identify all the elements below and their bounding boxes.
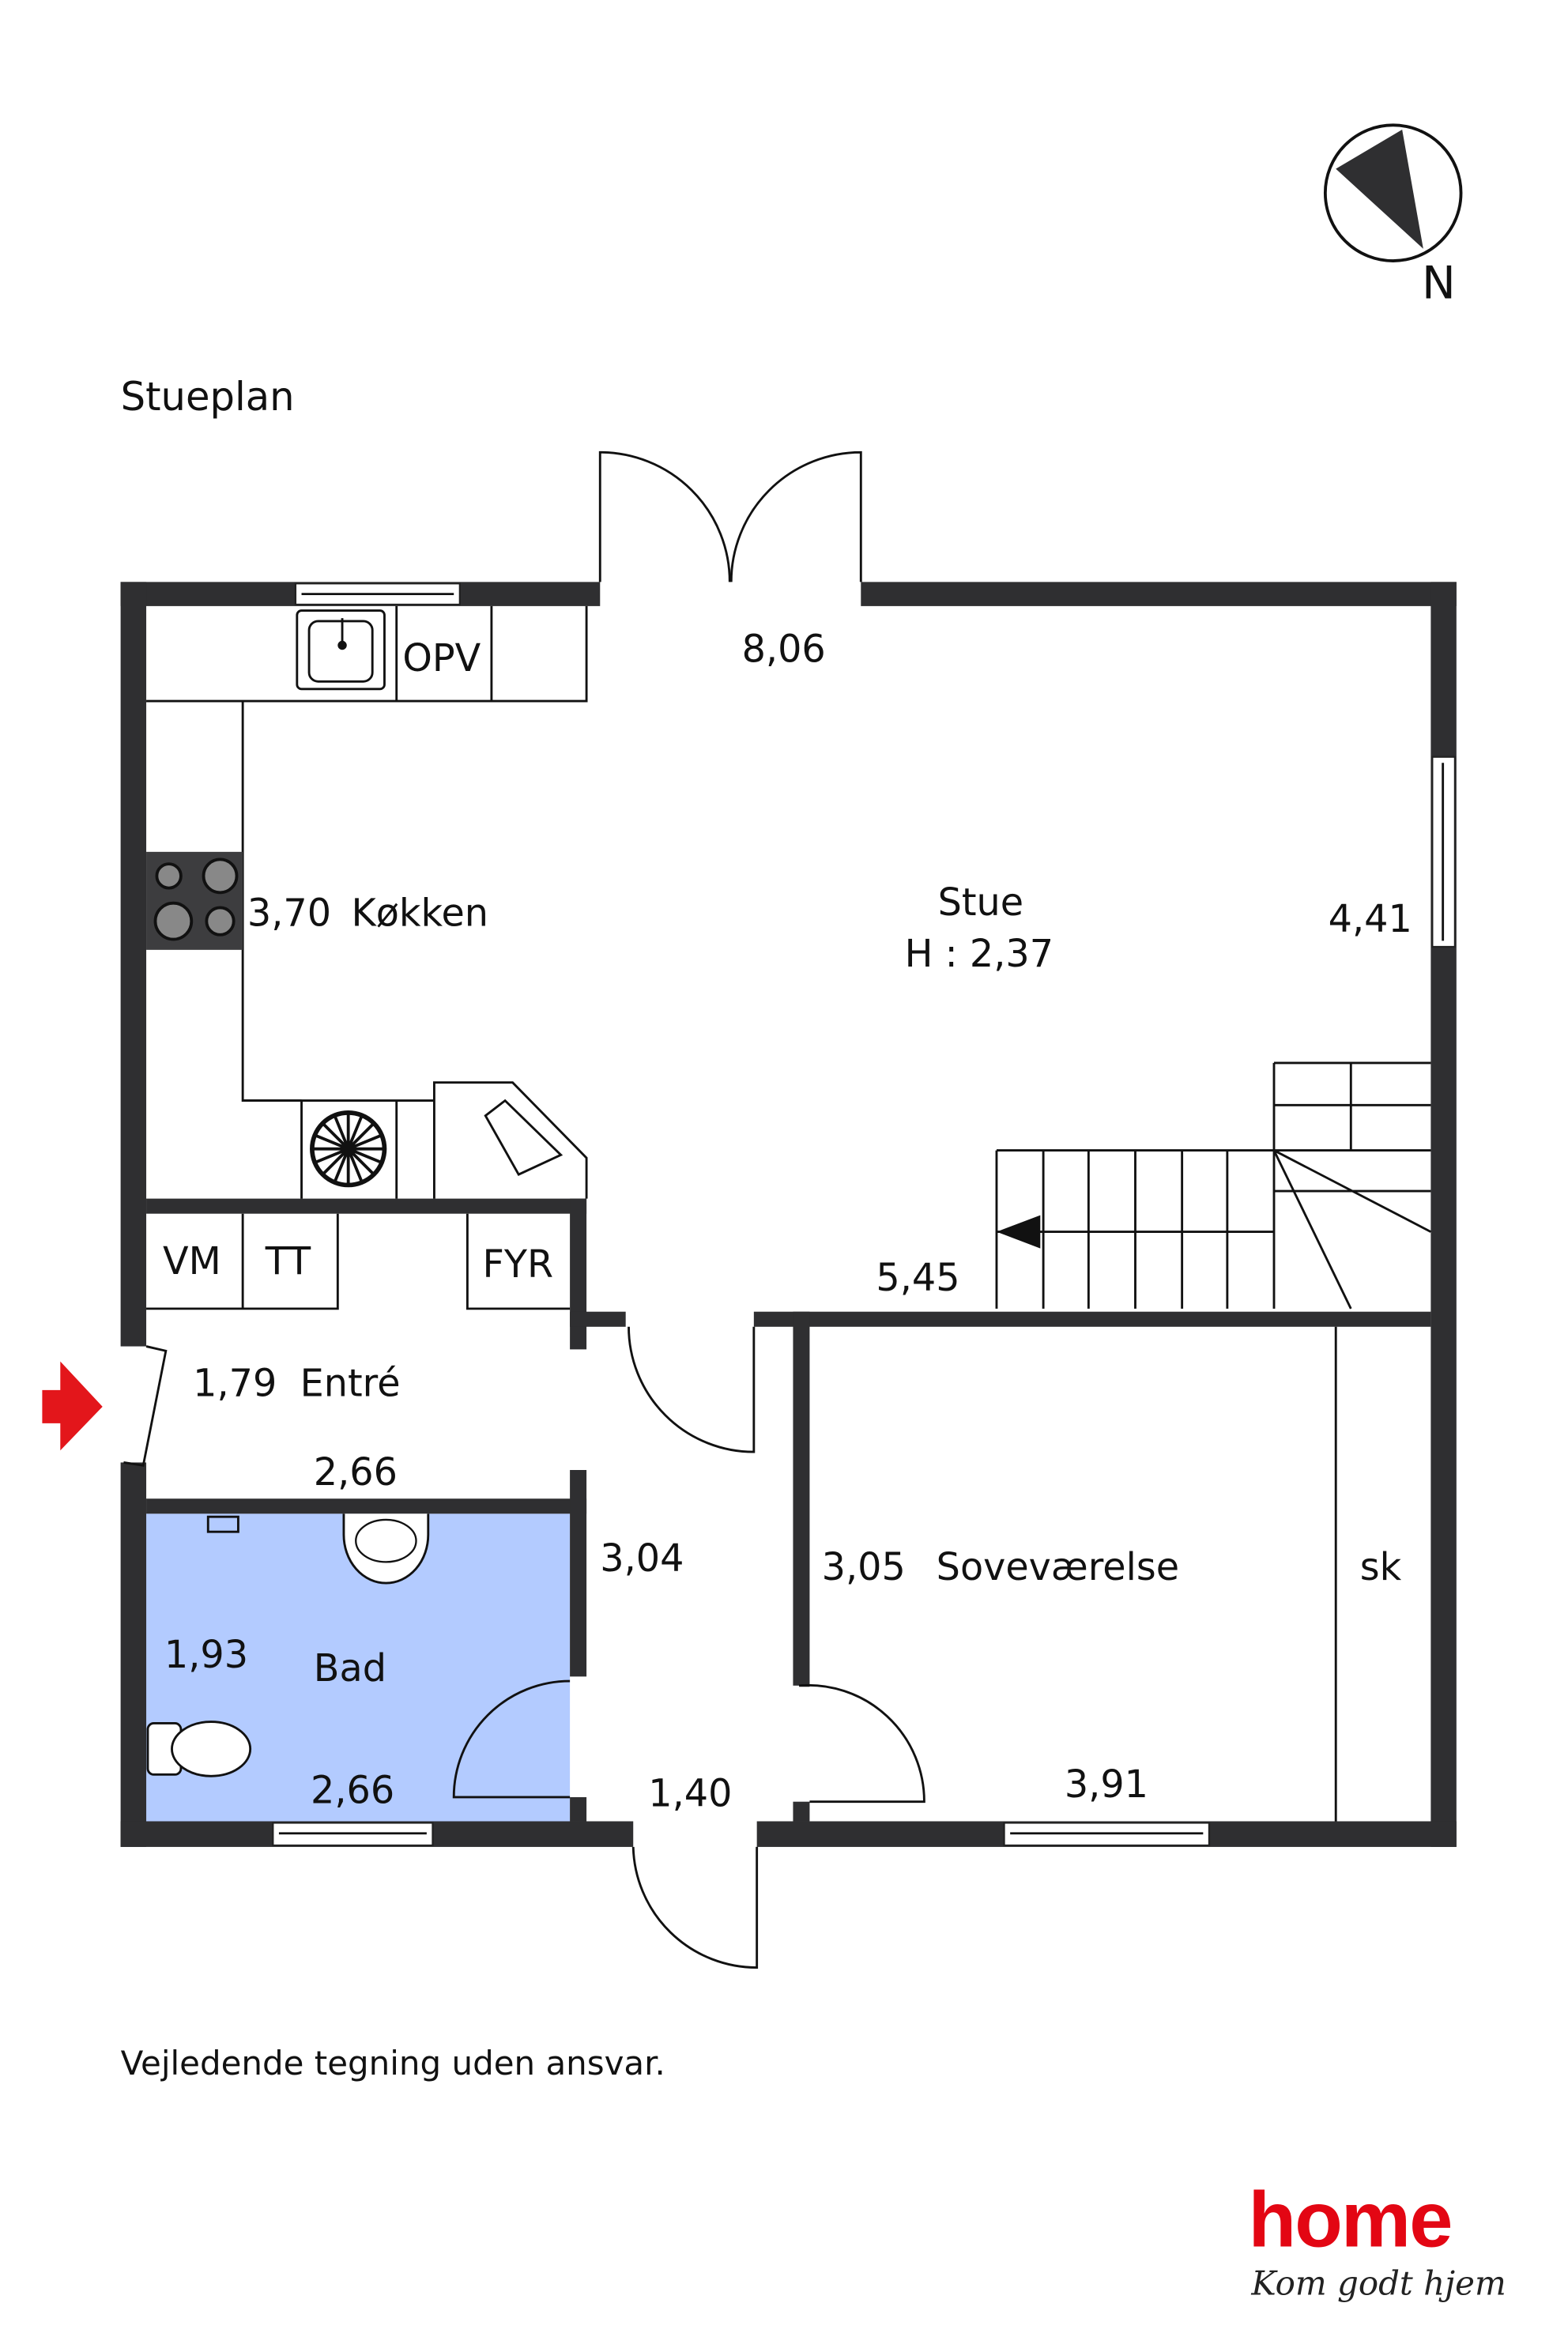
room-labels: 3,70 Køkken 8,06 Stue H : 2,37 4,41 5,45… <box>164 628 1412 1815</box>
utility-area: VM TT FYR <box>146 1213 571 1310</box>
staircase <box>995 1061 1432 1310</box>
bedroom-name: Soveværelse <box>937 1546 1179 1589</box>
toilet-icon <box>146 1721 252 1777</box>
entry-arrow-icon <box>42 1361 103 1451</box>
bath-dim-side: 1,93 <box>164 1634 248 1677</box>
living-dim-bottom: 5,45 <box>876 1257 959 1300</box>
bath-name: Bad <box>314 1647 386 1690</box>
windows <box>272 582 1457 1847</box>
page-title: Stueplan <box>121 374 295 420</box>
dishwasher-label: OPV <box>402 637 481 680</box>
kitchen-dim: 3,70 <box>247 891 331 935</box>
entry-name: Entré <box>300 1363 401 1406</box>
logo-tagline: Kom godt hjem <box>1250 2264 1506 2303</box>
home-logo: home Kom godt hjem <box>1249 2176 1506 2302</box>
bedroom-dim-bottom: 3,91 <box>1065 1763 1148 1807</box>
living-height: H : 2,37 <box>905 933 1054 976</box>
bedroom-dim-side: 3,05 <box>822 1546 906 1589</box>
kitchen-name: Køkken <box>351 891 488 935</box>
entry-dim-bottom: 2,66 <box>314 1451 398 1494</box>
closet-label: sk <box>1360 1546 1402 1589</box>
washer-label: VM <box>163 1240 221 1283</box>
compass: N <box>1323 123 1463 310</box>
stair-arrow-icon <box>996 1215 1041 1249</box>
living-dim-top: 8,06 <box>742 628 826 671</box>
disclaimer: Vejledende tegning uden ansvar. <box>121 2044 665 2082</box>
hall-dim-bottom: 1,40 <box>648 1772 732 1815</box>
sink-icon <box>296 609 386 691</box>
furnace-label: FYR <box>482 1243 553 1287</box>
living-name: Stue <box>938 881 1024 925</box>
dryer-label: TT <box>265 1240 311 1283</box>
kitchen-counters: OPV <box>146 605 588 1199</box>
compass-north-label: N <box>1422 258 1456 310</box>
faucet-icon <box>206 1515 239 1533</box>
bathroom-fixtures <box>146 1513 430 1777</box>
logo-brand: home <box>1249 2176 1452 2263</box>
compass-needle-icon <box>1336 130 1423 249</box>
living-dim-right: 4,41 <box>1329 898 1412 941</box>
hall-dim-side: 3,04 <box>600 1537 684 1581</box>
doors <box>123 450 925 1969</box>
fan-icon <box>310 1110 387 1188</box>
entry-dim-side: 1,79 <box>193 1363 277 1406</box>
washbasin-icon <box>342 1513 430 1585</box>
bath-dim-bottom: 2,66 <box>311 1770 394 1813</box>
stove-icon <box>146 851 243 950</box>
